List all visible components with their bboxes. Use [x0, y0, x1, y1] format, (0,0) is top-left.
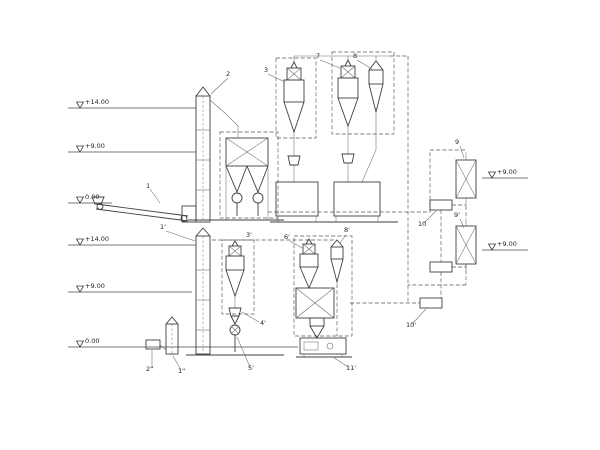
screen-hopper-unit	[188, 131, 284, 221]
callout-1pp: 1''	[178, 367, 186, 375]
holding-bin-a	[275, 181, 319, 222]
cyclone-group-a: 3	[264, 57, 317, 182]
callout-1: 1	[146, 182, 150, 190]
bucket-elevator-1pp: 1''	[165, 316, 186, 375]
callout-2: 2	[226, 70, 230, 78]
feeder-10b	[429, 261, 453, 273]
elevation-label: +9.00	[85, 282, 105, 290]
elevation-label: +9.00	[497, 168, 517, 176]
callout-3p: 3'	[246, 231, 252, 239]
callout-9p: 9'	[454, 211, 460, 219]
elevation-marker-top-0: 0.00	[68, 193, 112, 204]
callout-6p: 6'	[284, 233, 290, 241]
callout-10p: 10'	[406, 321, 416, 329]
elevation-label: +9.00	[497, 240, 517, 248]
callout-1p: 1'	[160, 223, 166, 231]
separator-9p: 9'	[454, 211, 477, 272]
elevation-marker-right-upper: +9.00	[482, 168, 528, 179]
callout-9: 9	[455, 138, 459, 146]
elevation-marker-right-lower: +9.00	[482, 240, 528, 251]
separator-9: 9	[455, 138, 477, 206]
elevation-label: +14.00	[85, 235, 109, 243]
hopper-4p: 4'	[228, 307, 266, 327]
holding-bin-b	[270, 181, 398, 223]
elevation-label: +14.00	[85, 98, 109, 106]
elevation-label: +9.00	[85, 142, 105, 150]
elevation-marker-bottom-0: 0.00	[68, 337, 298, 348]
callout-11p: 11'	[346, 364, 356, 372]
elevation-marker-bottom-9: +9.00	[68, 282, 192, 293]
elevation-label: 0.00	[85, 337, 99, 345]
exhaust-header	[293, 55, 408, 62]
head-chute	[209, 99, 239, 138]
inclined-conveyor: 1	[91, 182, 197, 223]
bucket-elevator-2: 2	[195, 70, 230, 223]
callout-2pp: 2''	[146, 365, 154, 373]
elevation-marker-bottom-14: +14.00	[68, 235, 196, 246]
callout-8p: 8'	[344, 226, 350, 234]
machine-11p: 11'	[296, 337, 356, 372]
callout-5p: 5'	[248, 364, 254, 372]
feeder-10a: 10	[418, 199, 453, 228]
feed-box-2pp: 2''	[145, 339, 167, 373]
elevation-marker-top-9: +9.00	[68, 142, 196, 153]
elevation-marker-top-14: +14.00	[68, 98, 196, 109]
cyclone-3p: 3'	[221, 231, 255, 315]
feeder-10p: 10'	[406, 297, 443, 329]
rotary-valve-5p: 5'	[229, 324, 254, 372]
callout-4p: 4'	[260, 319, 266, 327]
bottom-centre-group: 6' 8'	[284, 226, 353, 339]
callout-10: 10	[418, 220, 426, 228]
pneumatic-duct-lines	[212, 56, 467, 336]
cyclone-group-b: 7 8	[316, 51, 395, 183]
callout-3: 3	[264, 66, 268, 74]
bucket-elevator-1p: 1'	[160, 223, 284, 356]
